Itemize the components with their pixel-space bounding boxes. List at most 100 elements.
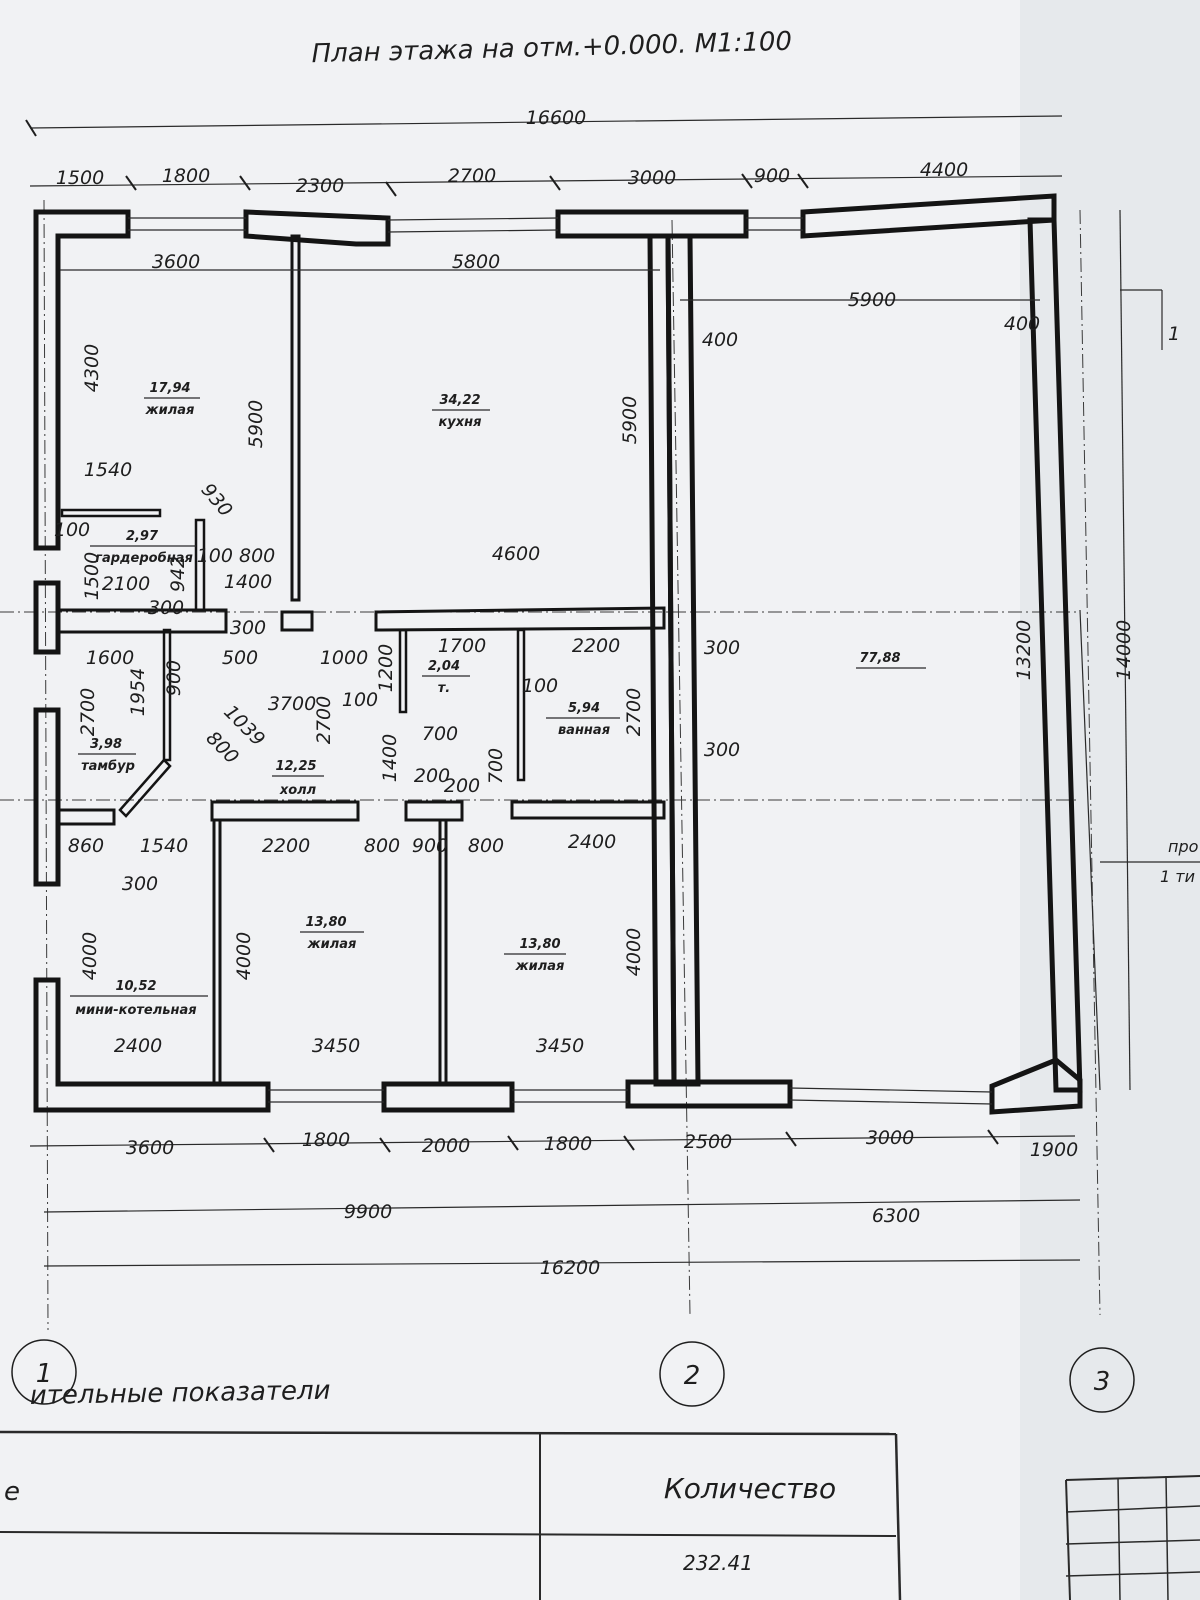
room-boiler: 10,52 мини-котельная xyxy=(70,979,208,1018)
dim-4300: 4300 xyxy=(81,344,103,392)
dim-bottom-1800-b: 1800 xyxy=(544,1133,592,1155)
dim-top-2700: 2700 xyxy=(448,165,496,187)
dim-300-a: 300 xyxy=(148,597,184,619)
room-area: 12,25 xyxy=(275,759,316,774)
dim-section-1: 1 xyxy=(1168,323,1180,345)
dim-3450-a: 3450 xyxy=(312,1035,360,1057)
dim-5900-b: 5900 xyxy=(619,396,641,444)
dim-100-800: 100 800 xyxy=(197,545,276,567)
dim-400-b: 400 xyxy=(1004,313,1040,335)
dim-bottom-1900: 1900 xyxy=(1030,1139,1078,1161)
table-col1-header: е xyxy=(4,1477,20,1507)
room-area: 2,04 xyxy=(428,659,460,674)
dim-942: 942 xyxy=(167,556,189,592)
dim-200-b: 200 xyxy=(444,775,480,797)
room-name: жилая xyxy=(307,937,357,952)
room-name: т. xyxy=(438,681,450,696)
dim-700-b: 700 xyxy=(485,748,507,784)
dim-300-e: 300 xyxy=(122,873,158,895)
dim-500: 500 xyxy=(222,647,258,669)
dim-top-1800: 1800 xyxy=(162,165,210,187)
dim-800-b: 800 xyxy=(364,835,400,857)
dim-3450-b: 3450 xyxy=(536,1035,584,1057)
stamp-grid xyxy=(1065,1475,1200,1600)
dim-900-b: 900 xyxy=(412,835,448,857)
dim-inner-5800: 5800 xyxy=(452,251,500,273)
dim-4000-c: 4000 xyxy=(623,928,645,976)
dim-1400-a: 1400 xyxy=(224,571,272,593)
dim-3700: 3700 xyxy=(268,693,316,715)
dim-2400-a: 2400 xyxy=(568,831,616,853)
dim-2700-b: 2700 xyxy=(623,688,645,736)
dim-5900-a: 5900 xyxy=(245,400,267,448)
dim-100-b: 100 xyxy=(342,689,378,711)
dimension-lines xyxy=(25,115,1200,1267)
room-area: 34,22 xyxy=(439,393,480,408)
dim-right-14000: 14000 xyxy=(1113,620,1135,680)
room-kitchen: 34,22 кухня xyxy=(432,393,490,430)
dim-bottom-2000: 2000 xyxy=(422,1135,470,1157)
dim-bottom-6300: 6300 xyxy=(872,1205,920,1227)
dim-100-a: 100 xyxy=(54,519,90,541)
room-area: 77,88 xyxy=(859,651,900,666)
dim-bottom-3000: 3000 xyxy=(866,1127,914,1149)
dim-2700-a: 2700 xyxy=(313,696,335,744)
axis-label: 2 xyxy=(684,1361,701,1391)
dim-700-a: 700 xyxy=(422,723,458,745)
dim-300-c: 300 xyxy=(704,637,740,659)
room-name: мини-котельная xyxy=(75,1003,196,1018)
dim-300-d: 300 xyxy=(704,739,740,761)
dim-4600: 4600 xyxy=(492,543,540,565)
dim-inner-5900: 5900 xyxy=(848,289,896,311)
dim-1540-b: 1540 xyxy=(140,835,188,857)
dim-overall-bottom: 16200 xyxy=(540,1257,600,1279)
dim-top-2300: 2300 xyxy=(296,175,344,197)
room-vestibule: 3,98 тамбур xyxy=(78,737,136,774)
dim-bottom-1800-a: 1800 xyxy=(302,1129,350,1151)
walls xyxy=(33,193,1083,1115)
room-area: 5,94 xyxy=(568,701,600,716)
room-area: 13,80 xyxy=(305,915,346,930)
dim-bottom-2500: 2500 xyxy=(684,1131,732,1153)
dim-4000-a: 4000 xyxy=(79,932,101,980)
window-marks xyxy=(128,217,993,1105)
room-name: жилая xyxy=(145,403,195,418)
room-living-1: 17,94 жилая xyxy=(144,381,200,418)
indicators-table: ительные показатели е Количество 232.41 xyxy=(0,1376,902,1600)
dimension-labels: 16600 1500 1800 2300 2700 3000 900 4400 … xyxy=(54,107,1180,1279)
room-name: ванная xyxy=(558,723,610,738)
dim-1500: 1500 xyxy=(81,552,103,600)
room-name: гардеробная xyxy=(95,551,193,566)
room-labels: 17,94 жилая 34,22 кухня 2,97 гардеробная… xyxy=(70,381,926,1018)
dim-4000-b: 4000 xyxy=(233,932,255,980)
dim-1600: 1600 xyxy=(86,647,134,669)
dim-200-a: 200 xyxy=(414,765,450,787)
dim-inner-3600: 3600 xyxy=(152,251,200,273)
room-area: 2,97 xyxy=(126,529,159,544)
room-hall: 12,25 холл xyxy=(272,759,324,798)
right-edge-text-1: про xyxy=(1168,837,1199,856)
room-name: тамбур xyxy=(81,759,135,774)
axis-label: 3 xyxy=(1094,1367,1111,1397)
dim-top-1500: 1500 xyxy=(56,167,104,189)
dim-bottom-3600: 3600 xyxy=(126,1137,174,1159)
dim-1700: 1700 xyxy=(438,635,486,657)
dim-860: 860 xyxy=(68,835,104,857)
axis-label: 1 xyxy=(36,1359,53,1389)
room-living-3: 13,80 жилая xyxy=(504,937,566,974)
dim-overall-top: 16600 xyxy=(526,107,586,129)
axis-marker-3: 3 xyxy=(1069,1347,1135,1413)
dim-2200-a: 2200 xyxy=(572,635,620,657)
table-col2-header: Количество xyxy=(664,1472,836,1505)
dim-top-3000: 3000 xyxy=(628,167,676,189)
room-bathroom: 5,94 ванная xyxy=(546,701,620,738)
dim-2100: 2100 xyxy=(102,573,150,595)
dim-2200-b: 2200 xyxy=(262,835,310,857)
dim-1954: 1954 xyxy=(127,668,149,716)
room-area: 17,94 xyxy=(149,381,190,396)
room-area: 10,52 xyxy=(115,979,156,994)
room-living-2: 13,80 жилая xyxy=(300,915,364,952)
table-section-title: ительные показатели xyxy=(30,1376,331,1411)
room-wardrobe: 2,97 гардеробная xyxy=(90,529,196,566)
